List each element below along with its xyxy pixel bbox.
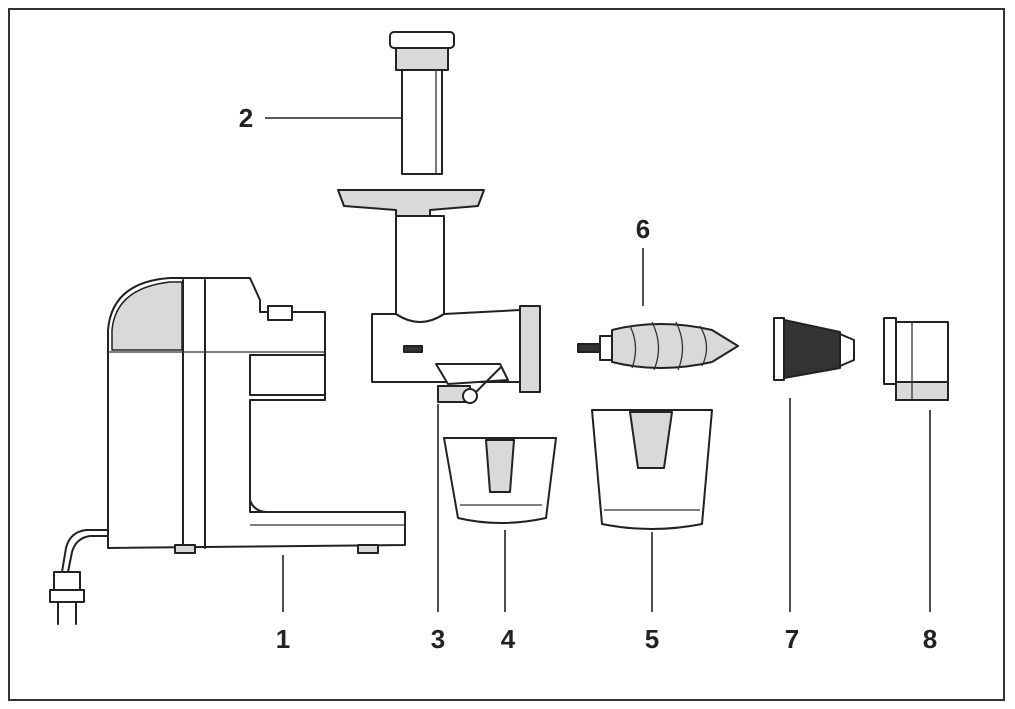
part-3-housing	[337, 189, 541, 404]
label-6: 6	[636, 214, 650, 244]
label-1: 1	[276, 624, 290, 654]
label-8: 8	[923, 624, 937, 654]
label-2: 2	[239, 103, 253, 133]
part-5-large-cup	[591, 409, 713, 530]
part-2-pusher	[389, 31, 455, 175]
label-3: 3	[431, 624, 445, 654]
part-1-motor-base	[49, 277, 406, 625]
label-5: 5	[645, 624, 659, 654]
label-7: 7	[785, 624, 799, 654]
part-4-small-cup	[443, 437, 557, 524]
part-6-auger	[577, 321, 739, 371]
label-4: 4	[501, 624, 516, 654]
part-7-strainer	[773, 317, 855, 381]
part-8-cap	[883, 317, 949, 401]
